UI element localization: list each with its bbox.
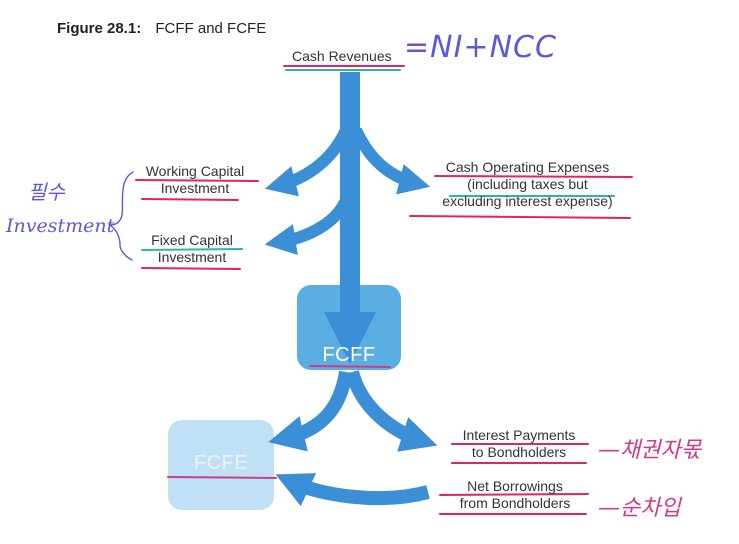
interest-line-1: Interest Payments: [462, 427, 576, 443]
fixed-capital-line-1: Fixed Capital: [151, 232, 233, 248]
interest-korean-annotation: —채권자몫: [598, 438, 701, 463]
cash-revenues-label: Cash Revenues: [292, 48, 392, 64]
net-borrowings-label: Net Borrowings from Bondholders: [440, 478, 590, 512]
operating-line-1: Cash Operating Expenses: [445, 159, 610, 175]
operating-line-3: excluding interest expense): [442, 193, 613, 209]
investment-korean-annotation: 필수: [28, 180, 65, 204]
working-capital-label: Working Capital Investment: [136, 163, 254, 197]
fcff-label: FCFF: [322, 344, 376, 366]
operating-expenses-arrow: [350, 127, 431, 195]
investment-annotation: Investment: [6, 215, 115, 237]
fcfe-box: [168, 420, 274, 510]
figure-title: Figure 28.1: FCFF and FCFE: [57, 20, 266, 37]
working-capital-line-1: Working Capital: [145, 163, 245, 179]
working-capital-line-2: Investment: [160, 180, 230, 196]
borrowings-line-1: Net Borrowings: [467, 478, 563, 494]
interest-line-2: to Bondholders: [471, 444, 567, 460]
ni-ncc-annotation: =NI+NCC: [404, 30, 557, 65]
figure-caption: FCFF and FCFE: [155, 20, 267, 37]
interest-payments-label: Interest Payments to Bondholders: [446, 427, 592, 461]
operating-line-2: (including taxes but: [467, 176, 588, 192]
fixed-capital-label: Fixed Capital Investment: [140, 232, 244, 266]
working-capital-arrow: [264, 127, 352, 197]
fcff-to-interest-arrow: [345, 369, 438, 452]
borrowings-korean-annotation: —순차입: [598, 496, 681, 521]
fcfe-label: FCFE: [193, 452, 249, 474]
fixed-capital-line-2: Investment: [157, 249, 227, 265]
fcff-to-fcfe-arrow: [268, 370, 353, 452]
fixed-capital-arrow: [264, 197, 352, 255]
cash-operating-expenses-label: Cash Operating Expenses (including taxes…: [420, 159, 635, 210]
net-borrowings-arrow: [275, 473, 430, 507]
underline-marks: [107, 65, 633, 515]
figure-number: Figure 28.1:: [57, 20, 142, 37]
borrowings-line-2: from Bondholders: [459, 495, 571, 511]
